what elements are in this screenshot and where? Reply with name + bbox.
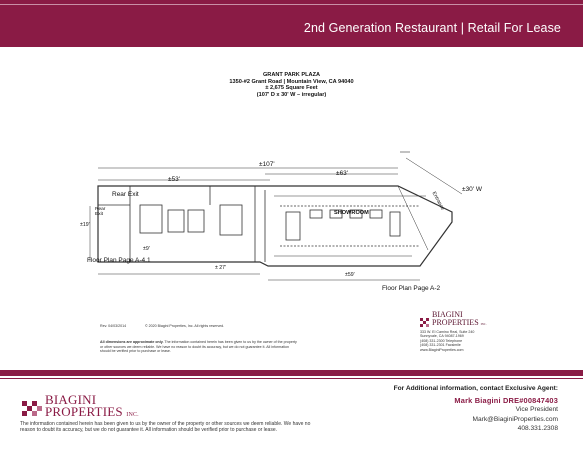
dim-63: ±63' <box>336 170 349 177</box>
plaza-name: GRANT PARK PLAZA <box>262 72 321 78</box>
dim-30w: ±30' W <box>462 186 482 193</box>
revision-date: Rev. 04/03/2014 <box>100 324 127 328</box>
sheet-brand-inc: INC. <box>480 322 487 326</box>
checker-logo-icon <box>420 318 429 327</box>
agent-role: Vice President <box>515 406 558 413</box>
sheet-note-bold: All dimensions are approximate only. <box>100 340 164 344</box>
sheet-address: 333 W. El Camino Real, Suite 240 Sunnyva… <box>420 330 487 352</box>
checker-logo-icon <box>22 401 42 416</box>
footer-brand-inc: INC. <box>126 412 139 418</box>
rear-exit-label: Rear Exit <box>112 191 139 198</box>
footer-divider <box>0 370 583 376</box>
footer-divider-thin <box>0 378 583 379</box>
sheet-phone: (408) 331-2300 Telephone <box>420 338 463 343</box>
footer-disclaimer: The information contained herein has bee… <box>20 421 311 434</box>
contact-intro: For Additional information, contact Excl… <box>393 385 558 392</box>
dim-59: ±59' <box>345 272 355 278</box>
header-rule <box>0 4 583 5</box>
plaza-address: 1350-#2 Grant Road | Mountain View, CA 9… <box>229 78 354 85</box>
sheet-note-text: The information contained herein has bee… <box>100 340 297 354</box>
agent-contact: For Additional information, contact Excl… <box>394 385 558 434</box>
footer-brand-2: PROPERTIES <box>45 404 123 419</box>
agent-name: Mark Biagini DRE#00847403 <box>454 396 558 405</box>
dim-overall: ±107' <box>259 161 275 168</box>
sheet-brand-2: PROPERTIES <box>432 318 479 327</box>
sheet-brand: BIAGINI PROPERTIES INC. <box>432 311 487 328</box>
sheet-web: www.BiaginiProperties.com <box>420 347 464 352</box>
floor-plan-drawing <box>89 151 463 281</box>
sheet-addr-2: Sunnyvale, CA 94087-1969 <box>420 334 464 339</box>
showroom-label: SHOWROOM <box>334 210 369 216</box>
plan-heading: GRANT PARK PLAZA 1350-#2 Grant Road | Mo… <box>0 72 583 98</box>
dim-53: ±53' <box>168 176 181 183</box>
dim-27: ± 27' <box>215 265 227 271</box>
sheet-logo: BIAGINI PROPERTIES INC. 333 W. El Camino… <box>420 311 487 352</box>
footer-brand: BIAGINI PROPERTIES INC. <box>45 392 139 421</box>
floor-plan-a2-label: Floor Plan Page A-2 <box>382 285 441 292</box>
agent-email[interactable]: Mark@BiaginiProperties.com <box>472 415 558 423</box>
square-footage: ± 2,675 Square Feet <box>265 85 318 92</box>
footer-logo: BIAGINI PROPERTIES INC. <box>22 392 139 421</box>
dim-9: ±9' <box>143 246 150 252</box>
sheet-brand-1: BIAGINI <box>432 310 463 319</box>
rear-exit-side-label: Rear Exit <box>95 207 106 217</box>
header-banner: 2nd Generation Restaurant | Retail For L… <box>0 0 583 47</box>
sheet-addr-1: 333 W. El Camino Real, Suite 240 <box>420 330 475 334</box>
sheet-note: All dimensions are approximate only. The… <box>100 340 300 354</box>
sheet-copyright: © 2020 Biagini Properties, Inc. All righ… <box>145 324 225 328</box>
footer-brand-1: BIAGINI <box>45 392 97 407</box>
agent-phone[interactable]: 408.331.2308 <box>517 425 558 432</box>
dimensions: (107' D x 30' W – irregular) <box>256 91 327 98</box>
sheet-fax: (408) 331-2301 Facsimile <box>420 343 461 348</box>
page-title: 2nd Generation Restaurant | Retail For L… <box>303 21 561 35</box>
dim-19: ±19' <box>80 222 90 228</box>
floor-plan-a41-label: Floor Plan Page A-4.1 <box>87 257 151 264</box>
